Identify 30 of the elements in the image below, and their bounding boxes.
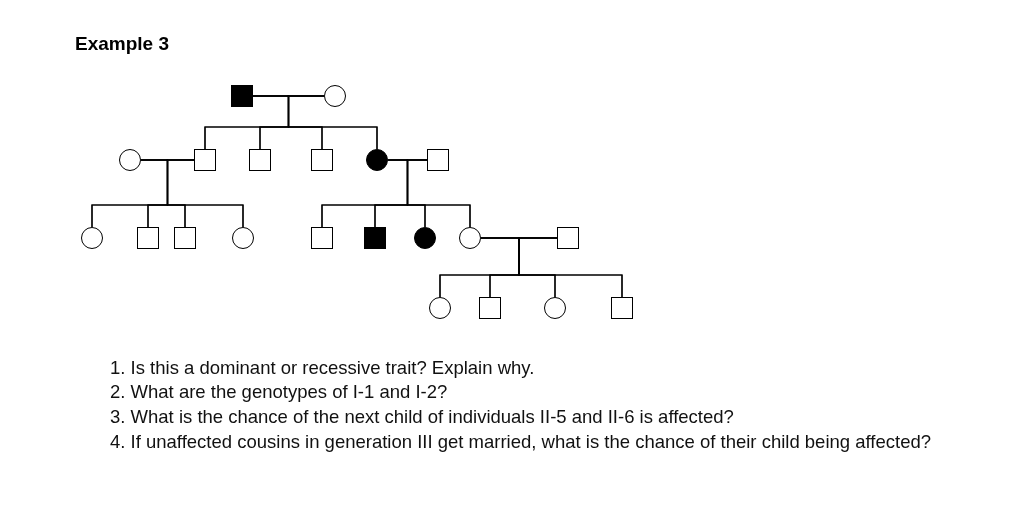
circle-symbol <box>459 227 481 249</box>
square-symbol <box>249 149 271 171</box>
square-symbol <box>194 149 216 171</box>
square-symbol <box>137 227 159 249</box>
circle-symbol <box>324 85 346 107</box>
filled-circle-symbol <box>366 149 388 171</box>
square-symbol <box>611 297 633 319</box>
square-symbol <box>479 297 501 319</box>
title: Example 3 <box>75 33 169 55</box>
square-symbol <box>174 227 196 249</box>
circle-symbol <box>81 227 103 249</box>
square-symbol <box>311 149 333 171</box>
circle-symbol <box>544 297 566 319</box>
circle-symbol <box>232 227 254 249</box>
filled-square-symbol <box>231 85 253 107</box>
question-text: 4. If unaffected cousins in generation III get married, what is the chance of their child being affected? <box>110 430 933 454</box>
circle-symbol <box>119 149 141 171</box>
pedigree-line <box>166 159 244 228</box>
square-symbol <box>557 227 579 249</box>
filled-square-symbol <box>364 227 386 249</box>
pedigree-line <box>518 237 623 298</box>
filled-circle-symbol <box>414 227 436 249</box>
question-text: 3. What is the chance of the next child of individuals II-5 and II-6 is affected? <box>110 405 735 429</box>
question-text: 2. What are the genotypes of I-1 and I-2? <box>110 380 449 404</box>
square-symbol <box>427 149 449 171</box>
square-symbol <box>311 227 333 249</box>
pedigree-line <box>287 95 378 150</box>
pedigree-line <box>406 159 471 228</box>
question-text: 1. Is this a dominant or recessive trait? Explain why. <box>110 356 536 380</box>
circle-symbol <box>429 297 451 319</box>
